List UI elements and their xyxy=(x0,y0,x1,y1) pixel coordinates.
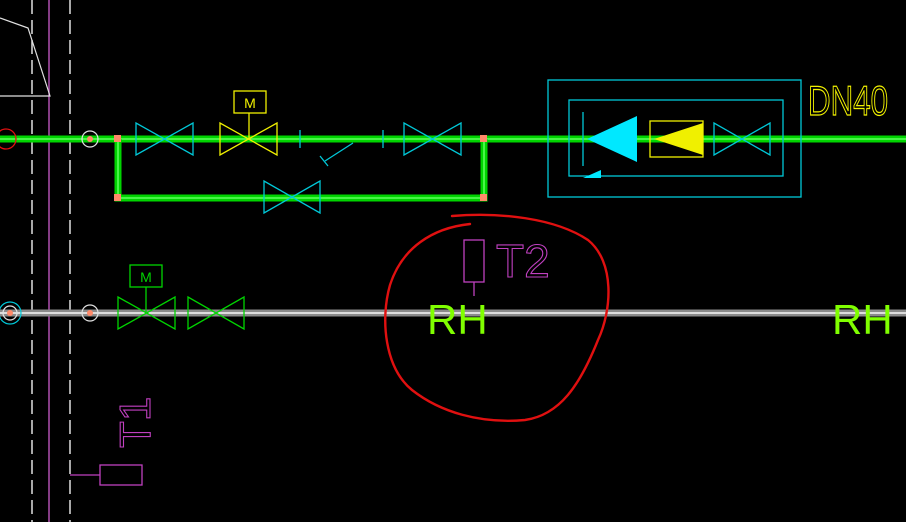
junction-node xyxy=(114,194,121,201)
motor-label: M xyxy=(140,269,152,285)
junction-node xyxy=(480,135,487,142)
bypass-valve-icon[interactable] xyxy=(263,179,321,215)
pump-arrow-icon xyxy=(587,116,637,162)
isolation-valve-icon xyxy=(713,121,771,157)
tag-label: T1 xyxy=(111,397,160,448)
pipe-size-label: DN40 xyxy=(808,77,888,124)
sensor-tag-t1[interactable]: T1 xyxy=(70,396,161,486)
sensor-tag-t2[interactable]: T2 xyxy=(463,234,550,296)
gate-valve-icon[interactable] xyxy=(403,121,462,157)
strainer-icon[interactable] xyxy=(299,130,384,167)
upper-pipe-nodes xyxy=(0,128,99,150)
gate-valve-icon[interactable] xyxy=(135,121,194,157)
lower-pipe-nodes xyxy=(0,301,99,325)
wall-section xyxy=(0,0,71,522)
bypass-loop[interactable] xyxy=(114,135,488,202)
motor-box xyxy=(129,264,163,288)
motorized-valve-icon[interactable]: M xyxy=(117,264,176,331)
pump-enclosure[interactable] xyxy=(547,79,802,198)
check-valve-icon xyxy=(654,123,703,155)
motor-label: M xyxy=(244,95,256,111)
pipe-code-label: RH xyxy=(832,296,893,343)
junction-node xyxy=(114,135,121,142)
junction-node xyxy=(480,194,487,201)
motor-box xyxy=(233,90,267,114)
tag-label: T2 xyxy=(496,235,550,287)
pipe-code-label: RH xyxy=(427,296,488,343)
markup-circle xyxy=(384,213,610,422)
gate-valve-icon[interactable] xyxy=(187,295,245,331)
motorized-valve-icon[interactable]: M xyxy=(219,90,278,157)
